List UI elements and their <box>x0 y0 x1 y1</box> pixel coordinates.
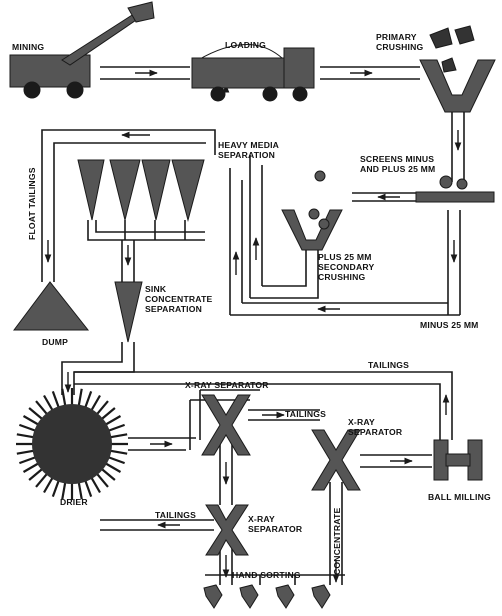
label-concentrate: CONCENTRATE <box>332 507 342 575</box>
label-plus25-2: SECONDARY <box>318 262 374 272</box>
flow-lines <box>41 66 465 585</box>
sink-cone-icon <box>114 281 143 343</box>
label-tailings-top: TAILINGS <box>368 360 409 370</box>
label-primary-crushing-2: CRUSHING <box>376 42 424 52</box>
label-loading: LOADING <box>225 40 266 50</box>
label-hand-sorting: HAND SORTING <box>232 570 301 580</box>
drier-body <box>32 404 112 484</box>
label-screens-1: SCREENS MINUS <box>360 154 434 164</box>
label-sink-2: CONCENTRATE <box>145 294 213 304</box>
label-float-tailings: FLOAT TAILINGS <box>27 167 37 240</box>
label-heavy-media-2: SEPARATION <box>218 150 275 160</box>
xray-separator-icon <box>201 394 361 556</box>
label-primary-crushing-1: PRIMARY <box>376 32 417 42</box>
label-plus25-1: PLUS 25 MM <box>318 252 372 262</box>
truck-icon <box>191 44 315 102</box>
dump-pile-icon <box>13 281 90 331</box>
label-drier: DRIER <box>60 497 88 507</box>
label-screens-2: AND PLUS 25 MM <box>360 164 435 174</box>
label-heavy-media-1: HEAVY MEDIA <box>218 140 279 150</box>
label-xray-3b: SEPARATOR <box>248 524 303 534</box>
label-xray-2b: SEPARATOR <box>348 427 403 437</box>
label-xray-3a: X-RAY <box>248 514 275 524</box>
label-xray-1: X-RAY SEPARATOR <box>185 380 269 390</box>
screen-icon <box>314 170 495 203</box>
crusher-icon <box>419 25 496 113</box>
label-mining: MINING <box>12 42 44 52</box>
secondary-crusher-icon <box>281 208 343 251</box>
label-dump: DUMP <box>42 337 68 347</box>
label-sink-1: SINK <box>145 284 167 294</box>
label-sink-3: SEPARATION <box>145 304 202 314</box>
label-plus25-3: CRUSHING <box>318 272 366 282</box>
flow-arrows <box>44 69 462 583</box>
label-xray-2a: X-RAY <box>348 417 375 427</box>
label-ball-milling: BALL MILLING <box>428 492 491 502</box>
hand-sorting-icon <box>203 584 331 609</box>
shovel-icon <box>9 1 155 99</box>
label-tailings-mid: TAILINGS <box>285 409 326 419</box>
label-tailings-bottom: TAILINGS <box>155 510 196 520</box>
label-minus-25mm: MINUS 25 MM <box>420 320 479 330</box>
heavy-media-cone-icon <box>77 159 205 222</box>
ball-mill-icon <box>433 439 483 481</box>
